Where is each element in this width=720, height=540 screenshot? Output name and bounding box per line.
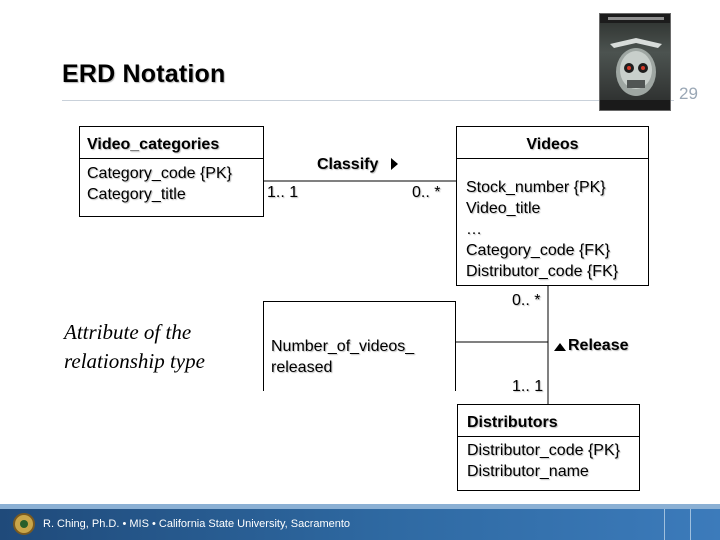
relationship-classify-name: Classify	[317, 156, 379, 173]
entity-name: Videos	[457, 127, 648, 159]
attribute: Distributor_code {FK}	[466, 263, 619, 280]
attribute: Distributor_name	[467, 463, 589, 480]
entity-video-categories: Video_categories Category_code {PK} Cate…	[79, 126, 264, 217]
note-line: Attribute of the	[64, 320, 192, 344]
footer-accent-stripe	[0, 504, 720, 509]
entity-videos: Videos Stock_number {PK} Video_title … C…	[456, 126, 649, 286]
note-line: relationship type	[64, 349, 205, 373]
classify-direction-arrow	[391, 158, 398, 170]
attribute: Stock_number {PK}	[466, 179, 606, 196]
slide-title: ERD Notation	[62, 60, 226, 88]
multiplicity-release-bottom: 1.. 1	[512, 378, 544, 395]
relationship-attribute-note: Attribute of the relationship type	[64, 318, 205, 376]
relationship-release-name: Release	[568, 337, 629, 354]
attribute: Video_title	[466, 200, 541, 217]
relationship-attribute-text: Number_of_videos_ released	[271, 336, 414, 378]
multiplicity-classify-left: 1.. 1	[267, 184, 299, 201]
multiplicity-classify-right: 0.. *	[412, 184, 441, 201]
footer-divider	[690, 509, 691, 540]
attribute: …	[466, 221, 482, 238]
attribute-line: released	[271, 359, 333, 376]
relationship-attribute-box	[263, 301, 456, 391]
movie-poster-image	[599, 13, 671, 111]
release-direction-arrow	[554, 343, 566, 351]
title-divider	[62, 100, 674, 101]
multiplicity-release-top: 0.. *	[512, 292, 541, 309]
footer-bar: R. Ching, Ph.D. • MIS • California State…	[0, 509, 720, 540]
entity-distributors: Distributors Distributor_code {PK} Distr…	[457, 404, 640, 491]
footer-credit: R. Ching, Ph.D. • MIS • California State…	[43, 518, 351, 530]
footer-divider	[664, 509, 665, 540]
attribute-line: Number_of_videos_	[271, 338, 415, 355]
attribute: Category_code {FK}	[466, 242, 611, 259]
attribute: Category_title	[87, 186, 186, 203]
entity-name: Distributors	[458, 405, 639, 437]
university-seal-icon	[13, 513, 35, 535]
entity-name: Video_categories	[80, 127, 263, 159]
attribute: Category_code {PK}	[87, 165, 232, 182]
attribute: Distributor_code {PK}	[467, 442, 620, 459]
slide-number: 29	[679, 84, 698, 103]
